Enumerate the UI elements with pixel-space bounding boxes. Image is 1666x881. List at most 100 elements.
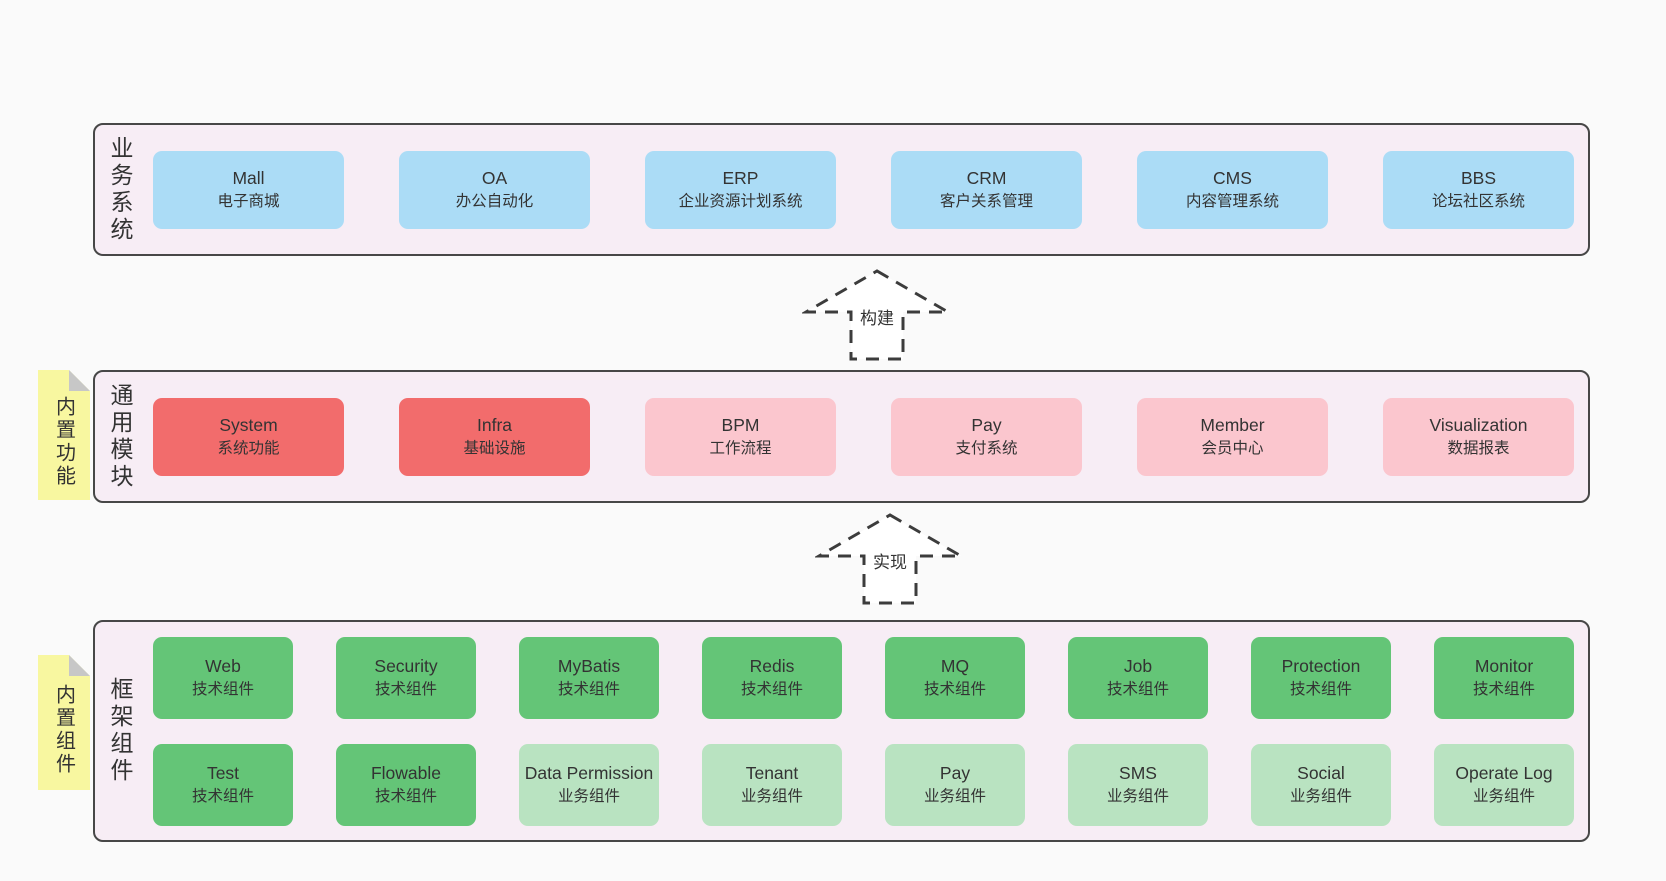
box-title: Data Permission — [524, 763, 654, 784]
box-crm: CRM 客户关系管理 — [891, 150, 1082, 229]
box-test-tech: Test 技术组件 — [153, 743, 293, 826]
box-subtitle: 论坛社区系统 — [1431, 192, 1525, 210]
folded-corner-icon — [69, 370, 90, 391]
section-business-systems: 业务系统 Mall 电子商城 OA 办公自动化 ERP 企业资源计划系统 CRM — [93, 123, 1590, 256]
box-title: Tenant — [745, 763, 799, 784]
box-title: Pay — [939, 763, 971, 784]
box-title: BBS — [1460, 168, 1497, 189]
arrow-implement: 实现 — [815, 512, 965, 606]
box-erp: ERP 企业资源计划系统 — [645, 150, 836, 229]
box-title: Test — [206, 763, 240, 784]
sticky-label: 内置组件 — [52, 683, 75, 776]
box-pay-biz: Pay 业务组件 — [885, 743, 1025, 826]
box-row: Mall 电子商城 OA 办公自动化 ERP 企业资源计划系统 CRM 客户关系… — [153, 150, 1574, 229]
box-title: Mall — [232, 168, 265, 189]
box-grid: Web 技术组件 Security 技术组件 MyBatis 技术组件 Redi… — [153, 636, 1574, 826]
box-title: Pay — [971, 415, 1002, 436]
section-label-text: 业务系统 — [107, 135, 133, 244]
box-title: Redis — [749, 656, 795, 677]
box-title: CRM — [966, 168, 1007, 189]
box-grid: Mall 电子商城 OA 办公自动化 ERP 企业资源计划系统 CRM 客户关系… — [153, 150, 1574, 229]
box-job-tech: Job 技术组件 — [1068, 636, 1208, 719]
box-title: SMS — [1119, 763, 1157, 784]
section-common-modules: 通用模块 System 系统功能 Infra 基础设施 BPM 工作流程 Pay — [93, 370, 1590, 503]
box-subtitle: 企业资源计划系统 — [678, 192, 803, 210]
box-subtitle: 基础设施 — [463, 439, 526, 457]
box-title: Security — [374, 656, 438, 677]
box-oa: OA 办公自动化 — [399, 150, 590, 229]
box-subtitle: 数据报表 — [1447, 439, 1510, 457]
box-social-biz: Social 业务组件 — [1251, 743, 1391, 826]
box-flowable-tech: Flowable 技术组件 — [336, 743, 476, 826]
box-subtitle: 会员中心 — [1201, 439, 1264, 457]
box-bpm: BPM 工作流程 — [645, 397, 836, 476]
box-title: Job — [1123, 656, 1153, 677]
box-cms: CMS 内容管理系统 — [1137, 150, 1328, 229]
box-subtitle: 技术组件 — [557, 680, 620, 698]
box-subtitle: 技术组件 — [191, 787, 254, 805]
box-mq-tech: MQ 技术组件 — [885, 636, 1025, 719]
box-subtitle: 技术组件 — [923, 680, 986, 698]
section-label-framework: 框架组件 — [95, 677, 145, 785]
box-tenant-biz: Tenant 业务组件 — [702, 743, 842, 826]
section-label-business: 业务系统 — [95, 136, 145, 244]
box-subtitle: 系统功能 — [217, 439, 280, 457]
box-title: MyBatis — [557, 656, 621, 677]
arrow-implement-label: 实现 — [870, 548, 910, 573]
box-row: System 系统功能 Infra 基础设施 BPM 工作流程 Pay 支付系统… — [153, 397, 1574, 476]
box-subtitle: 业务组件 — [1106, 787, 1169, 805]
box-subtitle: 内容管理系统 — [1185, 192, 1279, 210]
box-title: System — [219, 415, 278, 436]
box-system: System 系统功能 — [153, 397, 344, 476]
section-label-text: 框架组件 — [107, 677, 133, 785]
box-subtitle: 技术组件 — [1472, 680, 1535, 698]
box-protection-tech: Protection 技术组件 — [1251, 636, 1391, 719]
box-row: Test 技术组件 Flowable 技术组件 Data Permission … — [153, 743, 1574, 826]
box-mall: Mall 电子商城 — [153, 150, 344, 229]
box-subtitle: 业务组件 — [1289, 787, 1352, 805]
box-subtitle: 客户关系管理 — [939, 192, 1033, 210]
box-infra: Infra 基础设施 — [399, 397, 590, 476]
box-member: Member 会员中心 — [1137, 397, 1328, 476]
sticky-built-in-components: 内置组件 — [38, 655, 90, 790]
sticky-built-in-features: 内置功能 — [38, 370, 90, 500]
section-label-text: 通用模块 — [107, 382, 133, 491]
box-subtitle: 支付系统 — [955, 439, 1018, 457]
box-pay-system: Pay 支付系统 — [891, 397, 1082, 476]
box-subtitle: 技术组件 — [374, 680, 437, 698]
box-subtitle: 电子商城 — [217, 192, 280, 210]
box-title: MQ — [940, 656, 970, 677]
box-redis-tech: Redis 技术组件 — [702, 636, 842, 719]
box-web-tech: Web 技术组件 — [153, 636, 293, 719]
box-subtitle: 业务组件 — [740, 787, 803, 805]
box-title: BPM — [721, 415, 760, 436]
box-title: Flowable — [370, 763, 442, 784]
box-subtitle: 技术组件 — [374, 787, 437, 805]
box-monitor-tech: Monitor 技术组件 — [1434, 636, 1574, 719]
box-subtitle: 业务组件 — [923, 787, 986, 805]
box-title: Member — [1200, 415, 1265, 436]
box-subtitle: 技术组件 — [191, 680, 254, 698]
box-title: ERP — [722, 168, 759, 189]
arrow-build-label: 构建 — [857, 304, 897, 329]
box-row: Web 技术组件 Security 技术组件 MyBatis 技术组件 Redi… — [153, 636, 1574, 719]
section-framework-components: 框架组件 Web 技术组件 Security 技术组件 MyBatis 技术组件… — [93, 620, 1590, 842]
box-subtitle: 办公自动化 — [455, 192, 534, 210]
box-subtitle: 业务组件 — [557, 787, 620, 805]
box-security-tech: Security 技术组件 — [336, 636, 476, 719]
box-subtitle: 技术组件 — [1106, 680, 1169, 698]
box-mybatis-tech: MyBatis 技术组件 — [519, 636, 659, 719]
box-bbs: BBS 论坛社区系统 — [1383, 150, 1574, 229]
box-title: Web — [205, 656, 241, 677]
box-subtitle: 技术组件 — [740, 680, 803, 698]
box-data-permission-biz: Data Permission 业务组件 — [519, 743, 659, 826]
box-grid: System 系统功能 Infra 基础设施 BPM 工作流程 Pay 支付系统… — [153, 397, 1574, 476]
folded-corner-icon — [69, 655, 90, 676]
box-title: Monitor — [1474, 656, 1534, 677]
section-label-modules: 通用模块 — [95, 383, 145, 491]
sticky-label: 内置功能 — [52, 396, 75, 488]
box-title: CMS — [1213, 168, 1252, 189]
box-subtitle: 业务组件 — [1472, 787, 1535, 805]
box-title: Operate Log — [1455, 763, 1553, 784]
